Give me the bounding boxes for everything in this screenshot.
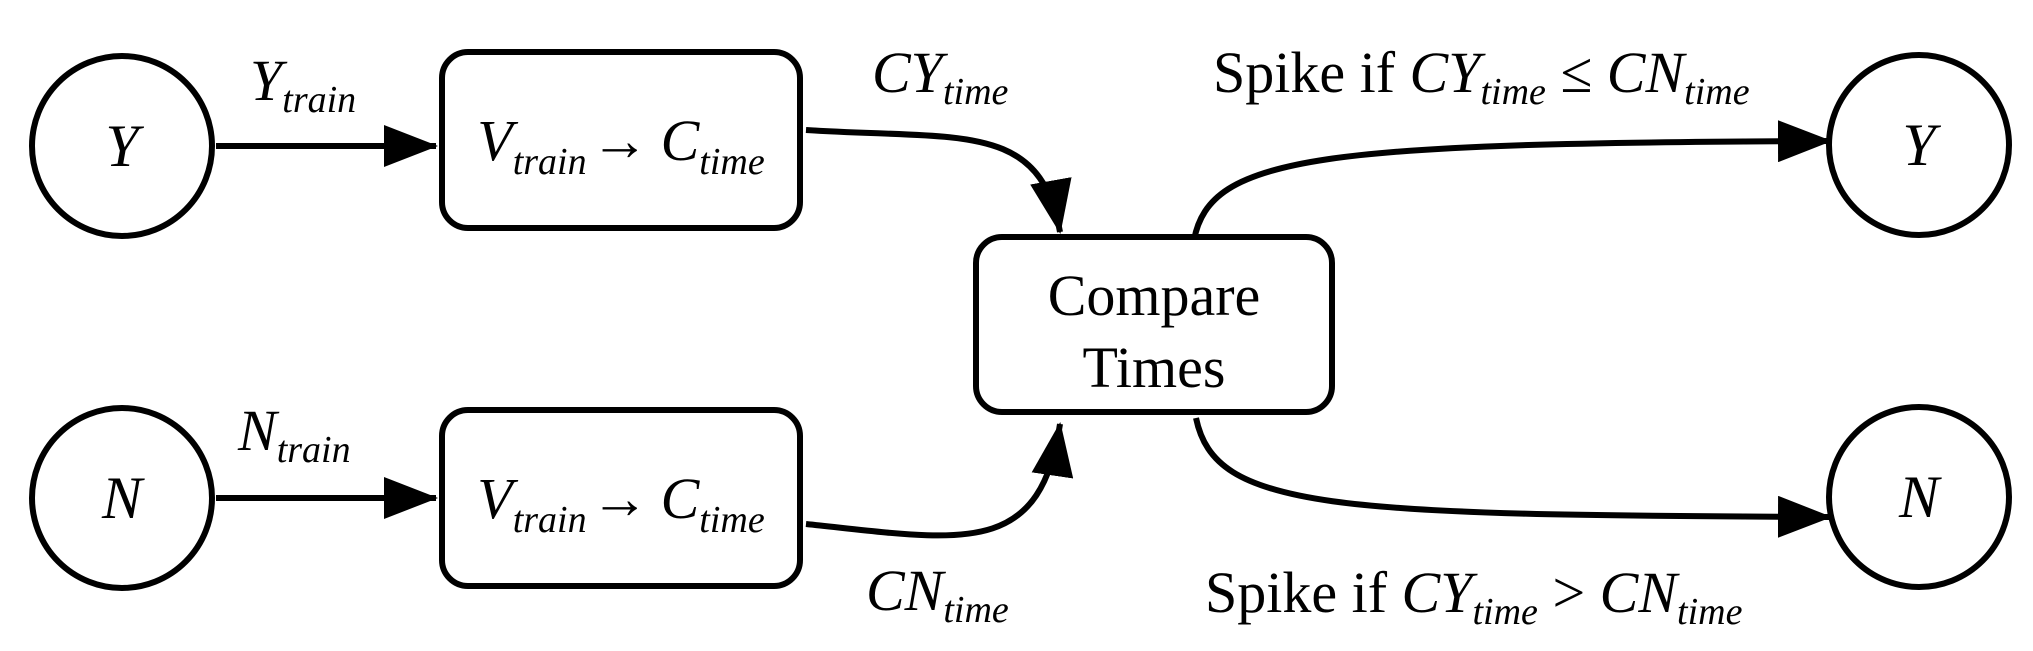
spike-n-a-sub: time <box>1473 591 1539 633</box>
output-node-n: N <box>1826 404 2012 590</box>
spike-n-op: > <box>1538 560 1600 625</box>
edge-label-cy-time: CYtime <box>872 40 1009 113</box>
spike-y-b: CN <box>1607 40 1688 105</box>
process-bottom-out: C <box>661 466 701 531</box>
edge-label-cn-time-main: CN <box>866 558 947 623</box>
edge-label-n-train-main: N <box>237 398 280 463</box>
process-box-top: Vtrain→Ctime <box>439 49 803 231</box>
spike-n-b: CN <box>1600 560 1681 625</box>
compare-line1: Compare <box>1048 263 1261 328</box>
process-bottom-arrow: → <box>591 466 649 531</box>
process-bottom-label: Vtrain→Ctime <box>477 466 765 541</box>
edge-label-y-train: Ytrain <box>250 48 356 121</box>
edge-top-process-to-compare <box>805 127 1072 234</box>
input-node-n: N <box>29 405 215 591</box>
output-node-y-label: Y <box>1902 112 1941 178</box>
spike-y-op: ≤ <box>1546 40 1607 105</box>
input-node-n-label: N <box>101 465 145 531</box>
spike-y-b-sub: time <box>1684 71 1750 113</box>
process-bottom-var-sub: train <box>513 499 587 541</box>
input-node-y: Y <box>29 53 215 239</box>
spike-n-prefix: Spike if <box>1205 560 1402 625</box>
output-node-n-label: N <box>1898 464 1942 530</box>
edge-label-cy-time-sub: time <box>943 71 1009 113</box>
compare-times-box: Compare Times <box>973 234 1335 415</box>
process-bottom-out-sub: time <box>699 499 765 541</box>
spike-y-a: CY <box>1410 40 1487 105</box>
compare-line2: Times <box>1083 335 1226 400</box>
process-top-label: Vtrain→Ctime <box>477 108 765 183</box>
spike-y-prefix: Spike if <box>1213 40 1410 105</box>
edge-label-n-train: Ntrain <box>237 398 351 471</box>
spike-n-b-sub: time <box>1677 591 1743 633</box>
output-node-y: Y <box>1826 52 2012 238</box>
input-node-y-label: Y <box>105 113 144 179</box>
edge-label-cn-time: CNtime <box>866 558 1009 631</box>
process-top-out-sub: time <box>699 141 765 183</box>
edge-label-cy-time-main: CY <box>872 40 949 105</box>
edge-label-cn-time-sub: time <box>943 589 1009 631</box>
process-top-var: V <box>477 108 519 173</box>
process-top-arrow: → <box>591 108 649 173</box>
spike-y-a-sub: time <box>1481 71 1547 113</box>
process-bottom-var: V <box>477 466 519 531</box>
spike-n-a: CY <box>1402 560 1479 625</box>
edge-compare-to-output-y <box>1191 120 1832 241</box>
edge-bottom-process-to-compare <box>805 422 1074 539</box>
edge-label-y-train-main: Y <box>250 48 288 113</box>
process-top-out: C <box>661 108 701 173</box>
edge-label-y-train-sub: train <box>282 79 356 121</box>
edge-compare-to-output-n <box>1193 417 1832 538</box>
edge-label-spike-n: Spike if CYtime > CNtime <box>1205 560 1743 633</box>
process-top-var-sub: train <box>513 141 587 183</box>
edge-label-n-train-sub: train <box>277 429 351 471</box>
edge-label-spike-y: Spike if CYtime ≤ CNtime <box>1213 40 1750 113</box>
process-box-bottom: Vtrain→Ctime <box>439 407 803 589</box>
